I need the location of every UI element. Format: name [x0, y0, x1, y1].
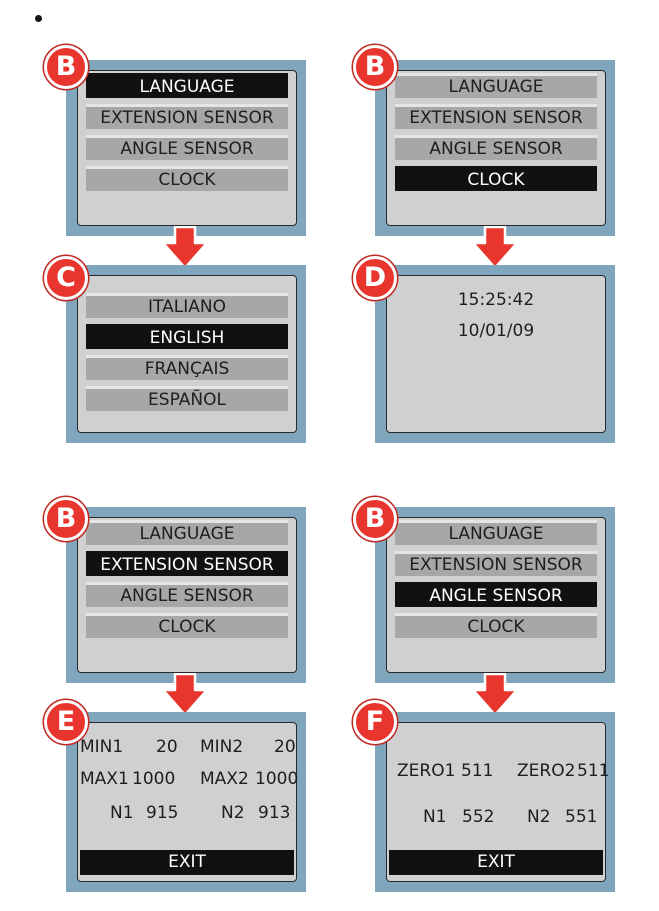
menu-item-clock[interactable]: CLOCK: [86, 613, 288, 638]
zero2-label: ZERO2: [517, 761, 576, 781]
max2-label: MAX2: [200, 769, 249, 789]
min2-value: 20: [274, 737, 296, 757]
menu-item-extension-sensor[interactable]: EXTENSION SENSOR: [86, 104, 288, 129]
n2-label: N2: [527, 807, 551, 827]
exit-button[interactable]: EXIT: [80, 850, 294, 875]
zero2-value: 511: [577, 761, 610, 781]
max1-label: MAX1: [80, 769, 129, 789]
step-badge-b: B: [44, 45, 88, 89]
down-arrow-icon: [161, 226, 209, 270]
extension-panel: MIN1 20 MIN2 20 MAX1 1000 MAX2 1000 N1 9…: [66, 712, 306, 892]
angle-screen: ZERO1 511 ZERO2 511 N1 552 N2 551 EXIT: [386, 722, 610, 882]
n1-value: 915: [146, 803, 179, 823]
n2-value: 551: [565, 807, 598, 827]
step-badge-c: C: [44, 256, 88, 300]
n1-value: 552: [462, 807, 495, 827]
menu-screen: LANGUAGE EXTENSION SENSOR ANGLE SENSOR C…: [386, 70, 606, 226]
min1-value: 20: [156, 737, 178, 757]
menu-item-clock[interactable]: CLOCK: [395, 166, 597, 191]
language-option-francais[interactable]: FRANÇAIS: [86, 355, 288, 380]
bullet-point: [35, 15, 42, 22]
menu-panel-language: LANGUAGE EXTENSION SENSOR ANGLE SENSOR C…: [66, 60, 306, 236]
step-badge-f: F: [353, 700, 397, 744]
n2-label: N2: [221, 803, 245, 823]
menu-screen: LANGUAGE EXTENSION SENSOR ANGLE SENSOR C…: [77, 517, 297, 673]
extension-screen: MIN1 20 MIN2 20 MAX1 1000 MAX2 1000 N1 9…: [77, 722, 299, 882]
menu-item-angle-sensor[interactable]: ANGLE SENSOR: [395, 582, 597, 607]
zero1-value: 511: [461, 761, 494, 781]
step-badge-e: E: [44, 700, 88, 744]
max1-value: 1000: [132, 769, 176, 789]
clock-time: 15:25:42: [457, 290, 535, 310]
menu-item-angle-sensor[interactable]: ANGLE SENSOR: [86, 582, 288, 607]
menu-item-clock[interactable]: CLOCK: [395, 613, 597, 638]
language-option-espanol[interactable]: ESPAÑOL: [86, 386, 288, 411]
down-arrow-icon: [471, 226, 519, 270]
n2-value: 913: [258, 803, 291, 823]
step-badge-b: B: [44, 497, 88, 541]
menu-item-extension-sensor[interactable]: EXTENSION SENSOR: [86, 551, 288, 576]
angle-panel: ZERO1 511 ZERO2 511 N1 552 N2 551 EXIT: [375, 712, 615, 892]
clock-screen: 15:25:42 10/01/09: [386, 275, 606, 433]
step-badge-b: B: [353, 497, 397, 541]
clock-date: 10/01/09: [457, 321, 535, 341]
menu-item-extension-sensor[interactable]: EXTENSION SENSOR: [395, 104, 597, 129]
menu-item-language[interactable]: LANGUAGE: [395, 520, 597, 545]
n1-label: N1: [423, 807, 447, 827]
zero1-label: ZERO1: [397, 761, 456, 781]
menu-item-language[interactable]: LANGUAGE: [86, 73, 288, 98]
min2-label: MIN2: [200, 737, 244, 757]
step-badge-d: D: [353, 256, 397, 300]
language-option-english[interactable]: ENGLISH: [86, 324, 288, 349]
max2-value: 1000: [255, 769, 299, 789]
menu-panel-extension: LANGUAGE EXTENSION SENSOR ANGLE SENSOR C…: [66, 507, 306, 683]
language-panel: ITALIANO ENGLISH FRANÇAIS ESPAÑOL: [66, 265, 306, 443]
menu-item-language[interactable]: LANGUAGE: [86, 520, 288, 545]
menu-panel-clock: LANGUAGE EXTENSION SENSOR ANGLE SENSOR C…: [375, 60, 615, 236]
down-arrow-icon: [161, 673, 209, 717]
min1-label: MIN1: [80, 737, 124, 757]
clock-panel: 15:25:42 10/01/09: [375, 265, 615, 443]
menu-panel-angle: LANGUAGE EXTENSION SENSOR ANGLE SENSOR C…: [375, 507, 615, 683]
menu-item-angle-sensor[interactable]: ANGLE SENSOR: [395, 135, 597, 160]
menu-item-extension-sensor[interactable]: EXTENSION SENSOR: [395, 551, 597, 576]
menu-screen: LANGUAGE EXTENSION SENSOR ANGLE SENSOR C…: [386, 517, 606, 673]
n1-label: N1: [110, 803, 134, 823]
menu-item-language[interactable]: LANGUAGE: [395, 73, 597, 98]
menu-screen: LANGUAGE EXTENSION SENSOR ANGLE SENSOR C…: [77, 70, 297, 226]
language-option-italiano[interactable]: ITALIANO: [86, 293, 288, 318]
step-badge-b: B: [353, 45, 397, 89]
exit-button[interactable]: EXIT: [389, 850, 603, 875]
language-screen: ITALIANO ENGLISH FRANÇAIS ESPAÑOL: [77, 275, 297, 433]
down-arrow-icon: [471, 673, 519, 717]
menu-item-clock[interactable]: CLOCK: [86, 166, 288, 191]
menu-item-angle-sensor[interactable]: ANGLE SENSOR: [86, 135, 288, 160]
